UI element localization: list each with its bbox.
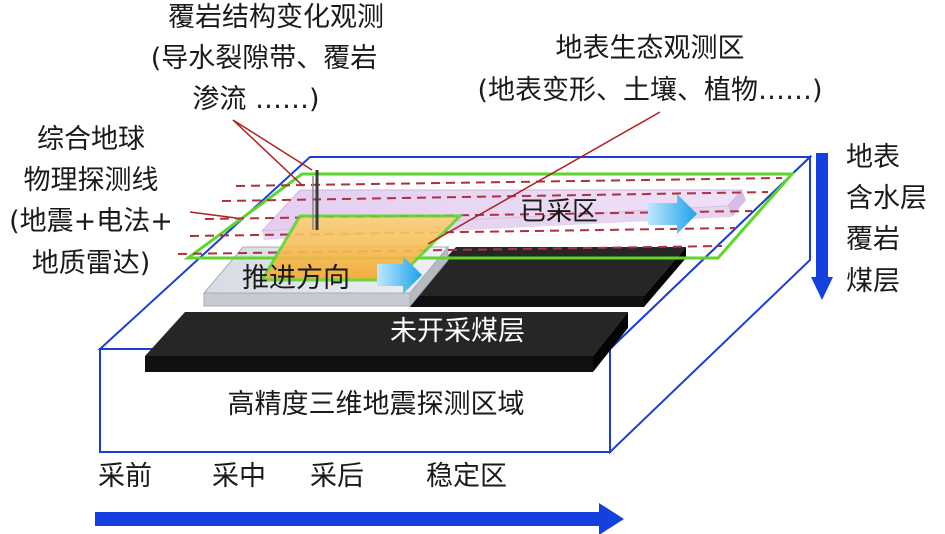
survey-line-4 bbox=[189, 227, 737, 237]
leader-lines bbox=[189, 111, 661, 245]
depth-arrow bbox=[811, 153, 833, 300]
surface-observation-frame bbox=[183, 172, 796, 260]
label-overburden-line2: (导水裂隙带、覆岩 bbox=[151, 43, 378, 74]
stage-arrow-head bbox=[599, 503, 624, 534]
depth-arrow-shaft bbox=[816, 153, 828, 277]
advance-arrows bbox=[377, 194, 697, 294]
label-stage-during: 采中 bbox=[212, 461, 266, 492]
survey-line-1 bbox=[235, 177, 783, 187]
right-seam-top bbox=[410, 247, 686, 296]
depth-arrow-head bbox=[811, 277, 833, 300]
label-unmined-seam: 未开采煤层 bbox=[390, 316, 525, 347]
label-stage-stable: 稳定区 bbox=[426, 461, 507, 492]
unmined-seam-top bbox=[145, 312, 628, 356]
stage-arrow bbox=[95, 503, 624, 534]
label-overburden-line3: 渗流 ……) bbox=[192, 84, 319, 115]
label-overburden-title: 覆岩结构变化观测 bbox=[168, 2, 384, 33]
mined-area-side bbox=[728, 190, 746, 217]
label-surface-title: 地表生态观测区 bbox=[556, 33, 745, 64]
leader-overburden-b bbox=[232, 119, 304, 187]
label-seismic-area: 高精度三维地震探测区域 bbox=[228, 389, 525, 420]
advance-panel-front bbox=[203, 292, 411, 307]
label-geophys-line4: 地质雷达) bbox=[32, 248, 151, 279]
box-side-face bbox=[609, 154, 811, 455]
unmined-seam-front bbox=[145, 356, 593, 372]
stage-arrow-shaft bbox=[95, 512, 599, 526]
right-seam-side bbox=[644, 247, 686, 307]
advance-panel-side bbox=[409, 245, 449, 308]
leader-surface bbox=[427, 111, 661, 245]
leader-geophysics bbox=[189, 211, 237, 219]
label-geophys-line1: 综合地球 bbox=[37, 124, 145, 155]
label-stage-after: 采后 bbox=[310, 461, 364, 492]
label-advance-direction: 推进方向 bbox=[242, 263, 350, 294]
label-geophys-line3: (地震+电法+ bbox=[9, 206, 173, 237]
unmined-seam-side bbox=[593, 312, 628, 372]
borehole bbox=[312, 170, 319, 230]
right-seam-front bbox=[410, 296, 644, 307]
leader-overburden-a bbox=[232, 119, 313, 171]
label-layer-coal: 煤层 bbox=[846, 266, 900, 297]
label-geophys-line2: 物理探测线 bbox=[24, 165, 159, 196]
mined-direction-arrow bbox=[648, 194, 697, 234]
label-layer-overburden: 覆岩 bbox=[846, 224, 900, 255]
text-labels: 覆岩结构变化观测 (导水裂隙带、覆岩 渗流 ……) 地表生态观测区 (地表变形、… bbox=[9, 2, 927, 492]
label-mined-area: 已采区 bbox=[520, 197, 598, 227]
label-layer-surface: 地表 bbox=[846, 142, 900, 173]
survey-line-5 bbox=[177, 245, 723, 255]
label-stage-before: 采前 bbox=[98, 461, 152, 492]
label-layer-aquifer: 含水层 bbox=[846, 183, 927, 214]
label-surface-line2: (地表变形、土壤、植物……) bbox=[477, 75, 822, 106]
advance-direction-arrow bbox=[377, 256, 422, 294]
